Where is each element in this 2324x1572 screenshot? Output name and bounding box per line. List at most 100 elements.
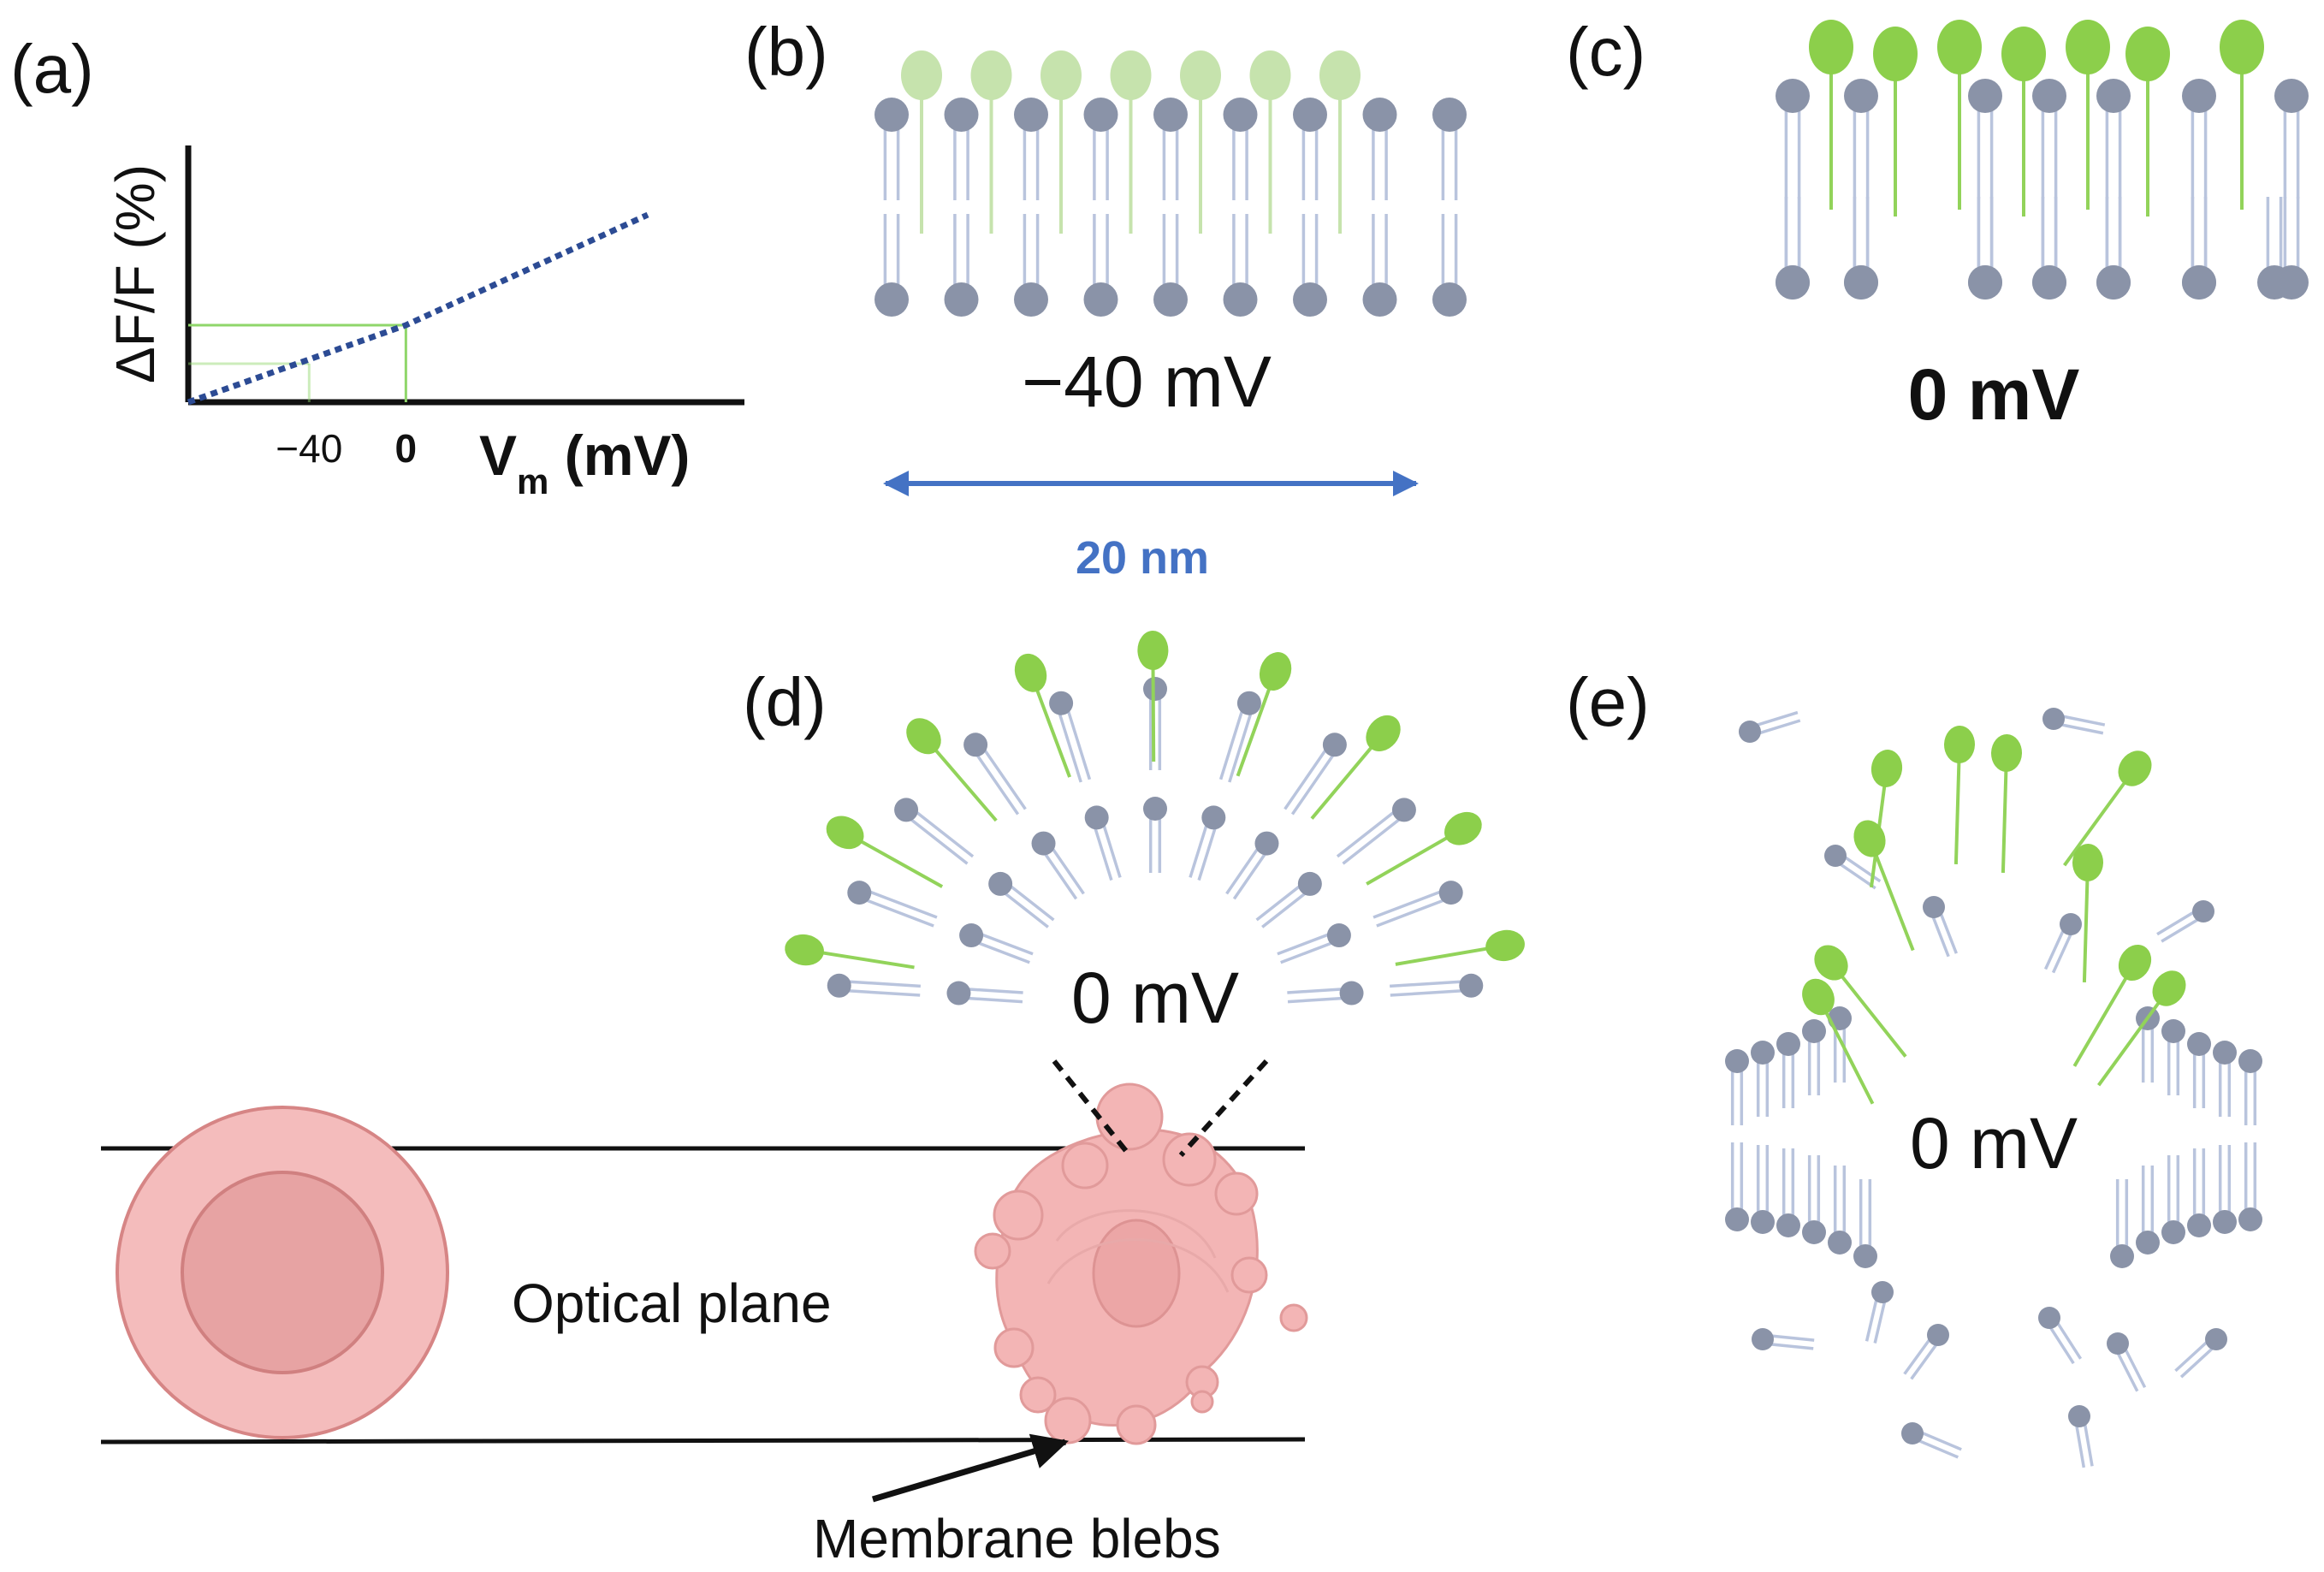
zoom-line-right xyxy=(1178,1059,1269,1158)
dye-molecule xyxy=(1802,978,1875,1105)
y-axis-label: ΔF/F (%) xyxy=(104,164,166,383)
lipid-molecule xyxy=(1828,1006,1852,1083)
lipid-molecule xyxy=(1752,1328,1815,1350)
optical-plane-bottom-line xyxy=(100,1437,1306,1444)
panel-e: (e) 0 mV xyxy=(1566,664,2262,1468)
dye-molecule xyxy=(1869,750,1903,888)
dye-molecule xyxy=(1110,50,1152,234)
x-axis-label: Vm (mV) xyxy=(479,424,690,501)
dye-molecule xyxy=(2001,27,2046,217)
lipid-molecule xyxy=(1844,197,1878,300)
optical-plane-label: Optical plane xyxy=(512,1272,832,1334)
lipid-molecule xyxy=(1725,1049,1749,1125)
dye-molecule xyxy=(1873,27,1918,217)
lipid-molecule xyxy=(959,923,1034,964)
lipid-molecule xyxy=(1362,214,1397,317)
lipid-molecule xyxy=(1362,98,1397,200)
lipid-molecule xyxy=(1776,1148,1800,1237)
lipid-molecule xyxy=(2274,79,2309,199)
panel-c: (c) 0 mV xyxy=(1566,14,2309,435)
dye-molecule xyxy=(1040,50,1082,234)
lipid-molecule xyxy=(944,214,979,317)
lipid-molecule xyxy=(1751,1145,1775,1234)
dye-molecule xyxy=(2062,750,2152,867)
blebbing-cell xyxy=(974,1083,1308,1445)
panel-a-label: (a) xyxy=(10,31,94,107)
lipid-bilayer-b xyxy=(874,50,1467,317)
dye-molecule xyxy=(2066,20,2110,210)
lipid-molecule xyxy=(2156,900,2214,943)
lipid-molecule xyxy=(1776,1032,1800,1108)
lipid-molecule xyxy=(1293,214,1327,317)
lipid-molecule xyxy=(1903,1324,1949,1380)
dye-molecule xyxy=(1943,726,1976,864)
lipid-molecule xyxy=(1143,677,1167,770)
lipid-molecule xyxy=(1284,733,1347,816)
lipid-molecule xyxy=(1336,798,1416,865)
lipid-molecule xyxy=(1287,981,1364,1005)
lipid-molecule xyxy=(1390,973,1484,998)
lipid-molecule xyxy=(1255,871,1322,928)
lipid-molecule xyxy=(1802,1019,1826,1095)
lipid-molecule xyxy=(2174,1328,2227,1379)
lipid-molecule xyxy=(2213,1041,2237,1117)
lipid-molecule xyxy=(2136,1166,2160,1255)
dye-molecule xyxy=(2125,27,2170,217)
lipid-molecule xyxy=(1225,831,1279,900)
lipid-molecule xyxy=(2096,79,2131,199)
lipid-molecule xyxy=(1432,214,1467,317)
lipid-molecule xyxy=(1277,923,1351,964)
lipid-molecule xyxy=(1153,214,1188,317)
lipid-molecule xyxy=(827,973,921,998)
lipid-molecule xyxy=(1725,1142,1749,1231)
lipid-molecule xyxy=(1031,831,1085,900)
lipid-molecule xyxy=(1853,1179,1877,1268)
lipid-molecule xyxy=(1923,896,1958,958)
dye-molecule xyxy=(901,50,942,234)
voltage-label-e: 0 mV xyxy=(1910,1103,2078,1183)
lipid-molecule xyxy=(1865,1281,1894,1344)
lipid-molecule xyxy=(2213,1145,2237,1234)
lipid-molecule xyxy=(2032,197,2066,300)
dye-molecule xyxy=(970,50,1012,234)
lipid-molecule xyxy=(2238,1049,2262,1125)
dye-molecule xyxy=(785,934,915,970)
lipid-molecule xyxy=(1223,98,1258,200)
lipid-molecule xyxy=(847,881,938,928)
lipid-molecule xyxy=(2182,79,2216,199)
lipid-molecule xyxy=(1189,805,1226,881)
lipid-molecule xyxy=(1432,98,1467,200)
lipid-molecule xyxy=(2161,1155,2185,1244)
dye-molecule xyxy=(1814,945,1907,1058)
lipid-molecule xyxy=(988,871,1055,928)
lipid-molecule xyxy=(1014,98,1048,200)
dye-molecule xyxy=(2220,20,2264,210)
lipid-molecule xyxy=(2161,1019,2185,1095)
lipid-molecule xyxy=(2038,1307,2083,1365)
lipid-molecule xyxy=(2187,1032,2211,1108)
lipid-molecule xyxy=(1083,214,1118,317)
lipid-molecule xyxy=(2107,1332,2147,1392)
dye-molecule xyxy=(1937,20,1982,210)
blebs-label: Membrane blebs xyxy=(813,1508,1221,1569)
dye-molecule xyxy=(1395,929,1525,966)
panel-d-label: (d) xyxy=(743,664,827,740)
dye-molecule xyxy=(1809,20,1853,210)
lipid-molecule xyxy=(874,98,909,200)
lipid-molecule xyxy=(1083,98,1118,200)
lipid-molecule xyxy=(1824,845,1882,890)
lipid-molecule xyxy=(2238,1142,2262,1231)
curved-membrane-d xyxy=(785,631,1525,1005)
lipid-molecule xyxy=(1828,1166,1852,1255)
dye-molecule xyxy=(1236,652,1292,777)
lipid-molecule xyxy=(1143,797,1167,873)
voltage-label-c: 0 mV xyxy=(1908,354,2080,435)
lipid-molecule xyxy=(894,798,975,865)
dye-molecule xyxy=(2072,844,2104,982)
lipid-molecule xyxy=(1049,691,1092,783)
lipid-molecule xyxy=(1293,98,1327,200)
dye-molecule xyxy=(826,816,944,888)
lipid-molecule xyxy=(1968,197,2002,300)
x-tick-label: 0 xyxy=(395,426,418,471)
